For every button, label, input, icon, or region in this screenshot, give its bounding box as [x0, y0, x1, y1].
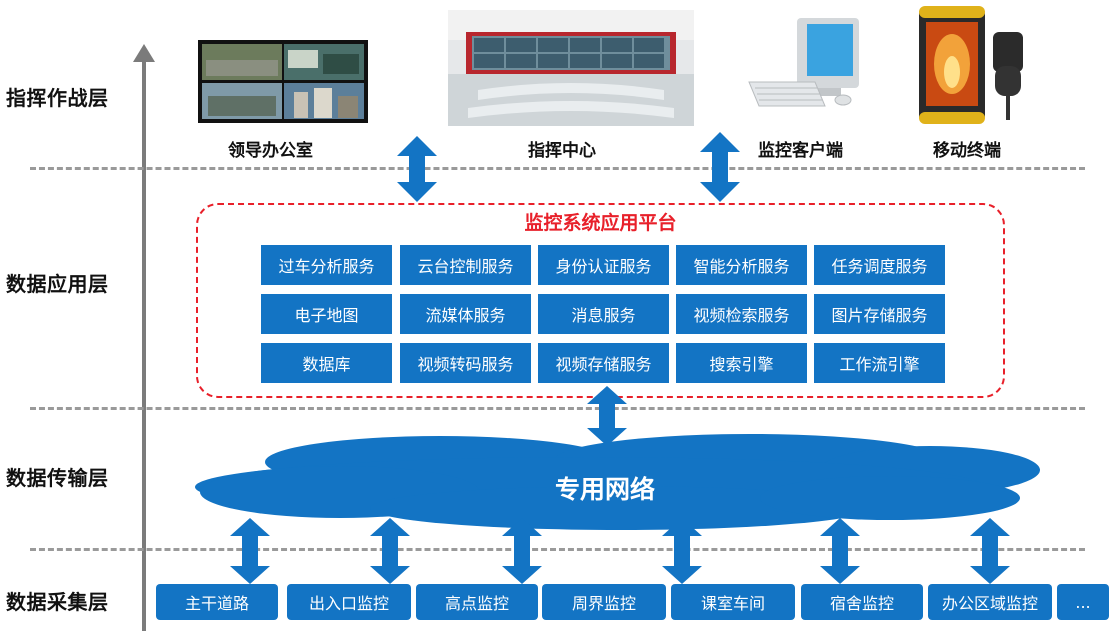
monitor-client-image: [745, 14, 865, 112]
layer-divider: [30, 407, 1085, 410]
service-box: 过车分析服务: [261, 245, 392, 285]
layer-label-collection: 数据采集层: [6, 590, 109, 614]
double-arrow-icon: [820, 518, 860, 584]
service-box: 工作流引擎: [814, 343, 945, 383]
mobile-terminal-image: [915, 4, 1035, 128]
command-center-image: [448, 10, 694, 126]
platform-title: 监控系统应用平台: [524, 212, 677, 234]
caption-mobile-terminal: 移动终端: [933, 141, 1001, 161]
service-box: 数据库: [261, 343, 392, 383]
service-box: 视频存储服务: [538, 343, 669, 383]
service-box: 消息服务: [538, 294, 669, 334]
service-box: 电子地图: [261, 294, 392, 334]
layer-label-command: 指挥作战层: [6, 86, 109, 110]
axis-arrow-icon: [133, 44, 155, 62]
source-box-more: ...: [1057, 584, 1109, 620]
source-box: 高点监控: [416, 584, 538, 620]
double-arrow-icon: [397, 136, 437, 202]
source-box: 课室车间: [671, 584, 795, 620]
double-arrow-icon: [700, 132, 740, 202]
layer-divider: [30, 548, 1085, 551]
source-box: 出入口监控: [287, 584, 411, 620]
service-box: 任务调度服务: [814, 245, 945, 285]
source-box: 周界监控: [542, 584, 666, 620]
double-arrow-icon: [370, 518, 410, 584]
double-arrow-icon: [230, 518, 270, 584]
double-arrow-icon: [662, 518, 702, 584]
source-box: 办公区域监控: [928, 584, 1052, 620]
double-arrow-icon: [587, 386, 627, 446]
caption-leader-office: 领导办公室: [228, 141, 313, 161]
double-arrow-icon: [502, 518, 542, 584]
service-box: 视频转码服务: [400, 343, 531, 383]
network-label: 专用网络: [554, 475, 655, 504]
service-box: 身份认证服务: [538, 245, 669, 285]
service-box: 云台控制服务: [400, 245, 531, 285]
cloud-icon: [195, 434, 1040, 530]
layer-divider: [30, 167, 1085, 170]
source-box: 主干道路: [156, 584, 278, 620]
service-box: 搜索引擎: [676, 343, 807, 383]
service-box: 智能分析服务: [676, 245, 807, 285]
service-box: 图片存储服务: [814, 294, 945, 334]
service-box: 流媒体服务: [400, 294, 531, 334]
double-arrow-icon: [970, 518, 1010, 584]
layer-label-transmission: 数据传输层: [6, 466, 109, 490]
caption-command-center: 指挥中心: [528, 141, 596, 161]
source-box: 宿舍监控: [801, 584, 923, 620]
video-wall-image: [198, 40, 368, 123]
service-box: 视频检索服务: [676, 294, 807, 334]
layer-label-application: 数据应用层: [6, 272, 109, 296]
caption-monitor-client: 监控客户端: [758, 141, 843, 161]
vertical-axis: [142, 58, 146, 631]
